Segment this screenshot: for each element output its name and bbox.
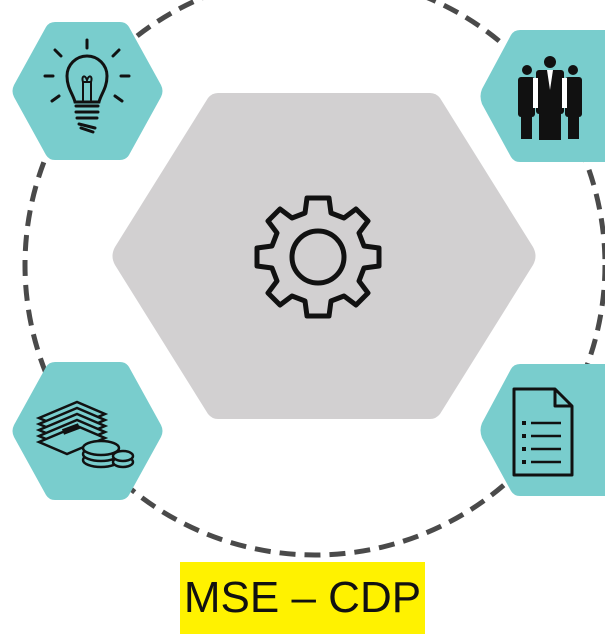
document-list-icon	[512, 387, 574, 477]
hexagon-top-left	[12, 22, 163, 160]
business-team-icon	[518, 56, 582, 140]
diagram-caption: MSE – CDP	[180, 562, 425, 634]
gear-icon	[254, 195, 382, 319]
dashed-ring	[22, 0, 605, 558]
caption-text: MSE – CDP	[183, 573, 422, 622]
center-hexagon	[112, 93, 536, 419]
hexagon-bottom-right	[480, 364, 605, 496]
lightbulb-icon	[43, 38, 131, 134]
money-stack-icon	[35, 400, 135, 469]
